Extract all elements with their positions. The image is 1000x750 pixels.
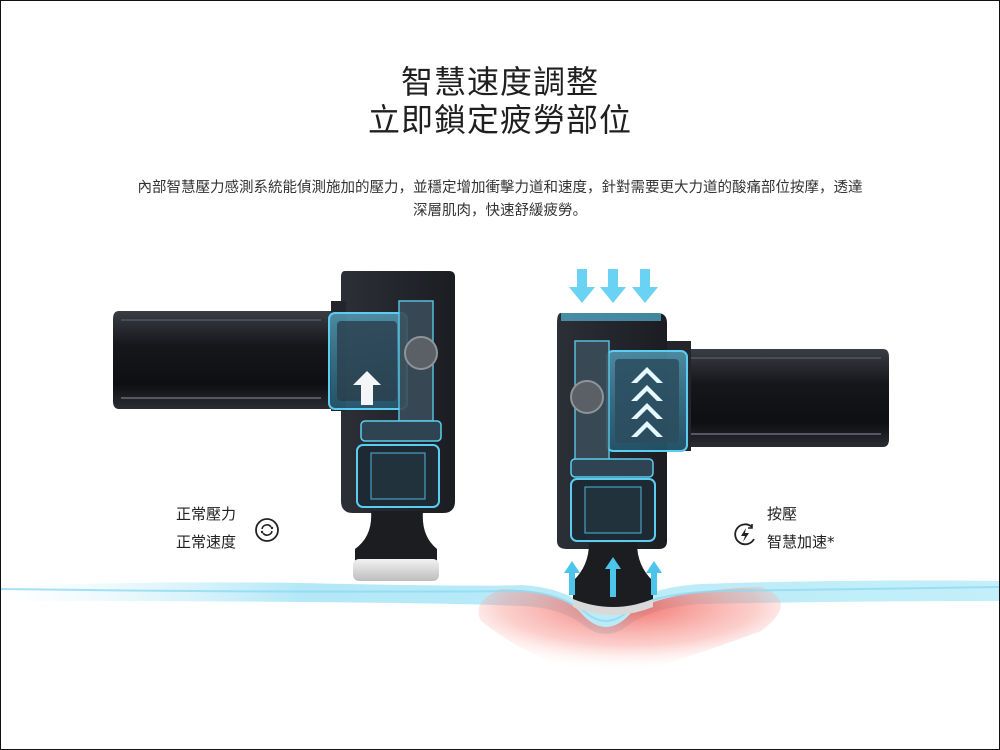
- headline-line-2: 立即鎖定疲勞部位: [367, 101, 632, 139]
- smart-boost-text: 智慧加速*: [767, 533, 835, 551]
- smart-boost-icon: [734, 523, 755, 546]
- description-line-1: 內部智慧壓力感測系統能偵測施加的壓力，並穩定增加衝擊力道和速度，針對需要更大力道…: [137, 180, 863, 196]
- normal-speed-icon: [255, 518, 279, 542]
- headline: 智慧速度調整 立即鎖定疲勞部位: [1, 63, 999, 139]
- headline-line-1: 智慧速度調整: [400, 63, 599, 101]
- smart-mode-label: 按壓 智慧加速*: [767, 500, 835, 556]
- description: 內部智慧壓力感測系統能偵測施加的壓力，並穩定增加衝擊力道和速度，針對需要更大力道…: [71, 177, 929, 223]
- normal-mode-label: 正常壓力 正常速度: [176, 500, 236, 556]
- muscle-surface: [1, 580, 999, 681]
- description-line-2: 深層肌肉，快速舒緩疲勞。: [413, 203, 587, 219]
- normal-speed-text: 正常速度: [176, 533, 237, 551]
- pressure-arrows: [569, 269, 658, 303]
- normal-pressure-text: 正常壓力: [176, 505, 237, 523]
- device-normal: [113, 271, 455, 581]
- device-smart: [557, 313, 889, 615]
- press-text: 按壓: [767, 505, 798, 523]
